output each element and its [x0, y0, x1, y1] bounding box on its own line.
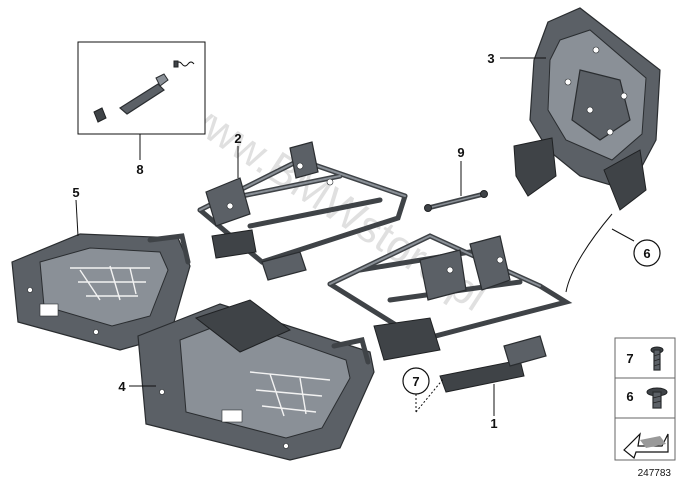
callout-7-circle [402, 367, 430, 395]
callout-3: 3 [487, 51, 494, 66]
leader-6 [611, 228, 635, 242]
part-9-rod [424, 190, 488, 212]
callout-7: 7 [412, 374, 419, 389]
legend-label-6: 6 [626, 389, 633, 404]
callout-8: 8 [136, 162, 143, 177]
part-2-frame [197, 141, 408, 281]
direction-arrow-icon [623, 432, 669, 460]
part-5-seat-pan [11, 233, 191, 351]
callout-2: 2 [234, 131, 241, 146]
callout-1: 1 [490, 416, 497, 431]
part-3-backrest [513, 7, 661, 211]
part-1-frame [327, 233, 573, 393]
callout-4: 4 [118, 379, 126, 394]
legend-cell-7 [614, 337, 676, 379]
fastener-legend: 7 6 [614, 337, 676, 461]
leader-5 [75, 199, 79, 237]
part-4-seat-pan [137, 299, 375, 461]
callout-5: 5 [72, 185, 79, 200]
callout-6: 6 [643, 246, 650, 261]
legend-cell-6 [614, 377, 676, 419]
part-8-inset [77, 41, 206, 135]
screw-7-icon [650, 346, 664, 371]
screw-6-icon [646, 387, 668, 409]
document-number: 247783 [638, 468, 672, 479]
legend-label-7: 7 [626, 351, 633, 366]
callout-6-circle [633, 239, 661, 267]
part-6-cable [565, 213, 613, 293]
callout-9: 9 [457, 145, 464, 160]
